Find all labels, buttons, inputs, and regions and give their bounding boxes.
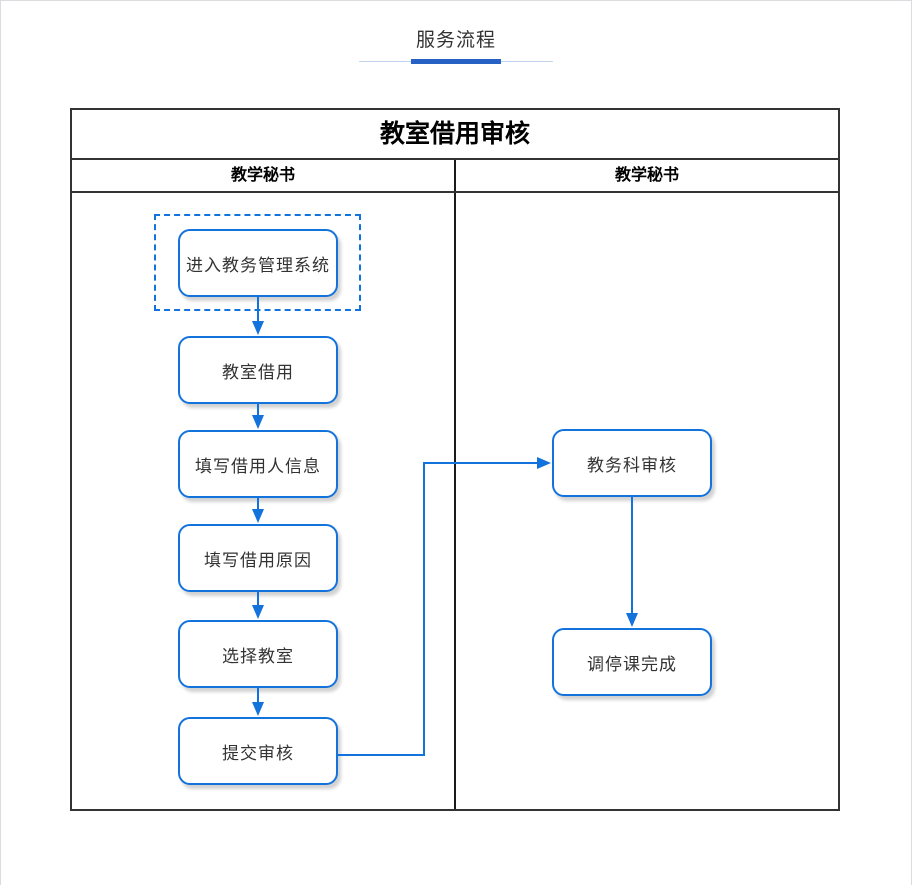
flow-node-class-adjustment-done: 调停课完成 bbox=[552, 628, 712, 696]
edge-submit-review-to-academic-office-review bbox=[338, 457, 551, 756]
flowchart-body: 进入教务管理系统 教室借用 填写借用人信息 填写借用原因 选择教室 提交审核 教… bbox=[72, 193, 838, 809]
flow-node-submit-review: 提交审核 bbox=[178, 717, 338, 785]
lane-divider bbox=[454, 193, 456, 809]
flowchart-frame: 教室借用审核 教学秘书 教学秘书 进入教务管理系统 教室借用 填写借用人信息 填… bbox=[70, 108, 840, 811]
flow-node-enter-system: 进入教务管理系统 bbox=[178, 229, 338, 297]
flow-node-fill-borrower-info: 填写借用人信息 bbox=[178, 430, 338, 498]
lane-header-row: 教学秘书 教学秘书 bbox=[72, 160, 838, 193]
lane-header-left: 教学秘书 bbox=[72, 160, 456, 191]
flowchart-title: 教室借用审核 bbox=[72, 110, 838, 160]
title-underline-accent bbox=[411, 59, 501, 64]
flow-node-select-classroom: 选择教室 bbox=[178, 620, 338, 688]
lane-header-right: 教学秘书 bbox=[614, 167, 679, 184]
flow-node-classroom-borrow: 教室借用 bbox=[178, 336, 338, 404]
title-underline bbox=[359, 59, 553, 64]
page-title: 服务流程 bbox=[415, 30, 496, 51]
flow-node-academic-office-review: 教务科审核 bbox=[552, 429, 712, 497]
flow-node-fill-borrow-reason: 填写借用原因 bbox=[178, 524, 338, 592]
